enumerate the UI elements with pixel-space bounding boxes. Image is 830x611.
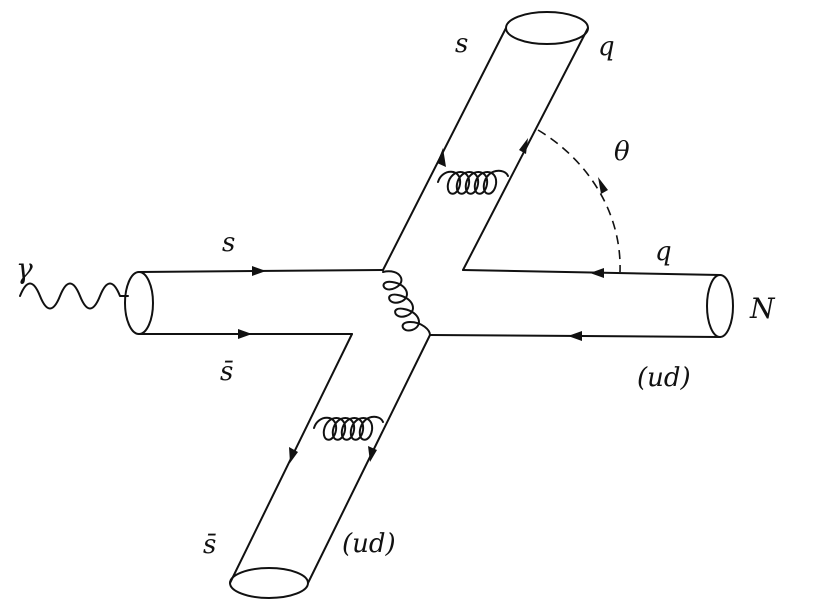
lower-tube-end <box>229 567 309 599</box>
label-sbar-down: s̄ <box>203 530 217 560</box>
theta-arrow <box>598 177 608 194</box>
label-s-up: s <box>455 29 468 59</box>
label-N: N <box>749 292 776 325</box>
right-tube-end <box>706 274 734 338</box>
q-right-arrow <box>590 268 604 278</box>
label-s-in: s <box>222 228 235 258</box>
s-in-arrow <box>252 266 266 276</box>
ud-right-arrow <box>568 331 582 341</box>
label-q-up: q <box>598 32 615 62</box>
q-up-arrow <box>519 138 528 154</box>
label-ud-down: (ud) <box>342 529 396 559</box>
s-up-arrow <box>437 148 446 167</box>
label-q-right: q <box>655 237 672 267</box>
ud-down-line <box>307 334 431 584</box>
upper-tube-end <box>505 11 589 45</box>
label-photon: γ <box>16 252 33 285</box>
sbar-in-arrow <box>238 329 252 339</box>
upper-tube <box>382 11 589 271</box>
label-theta: θ <box>614 137 630 167</box>
ud-down-arrow <box>368 446 377 462</box>
sbar-down-arrow <box>289 447 298 463</box>
gluon-central <box>382 270 431 336</box>
label-sbar-in: s̄ <box>220 357 234 387</box>
gluon-upper <box>437 169 509 195</box>
lower-tube <box>229 333 431 599</box>
s-up-line <box>382 27 507 271</box>
left-tube <box>124 266 384 339</box>
right-tube <box>429 268 734 341</box>
photon-wavy-line <box>19 282 129 310</box>
theta-dashed-arc <box>537 129 621 273</box>
label-ud-right: (ud) <box>637 363 691 393</box>
gluon-lower <box>313 415 384 441</box>
left-tube-end <box>124 271 154 335</box>
